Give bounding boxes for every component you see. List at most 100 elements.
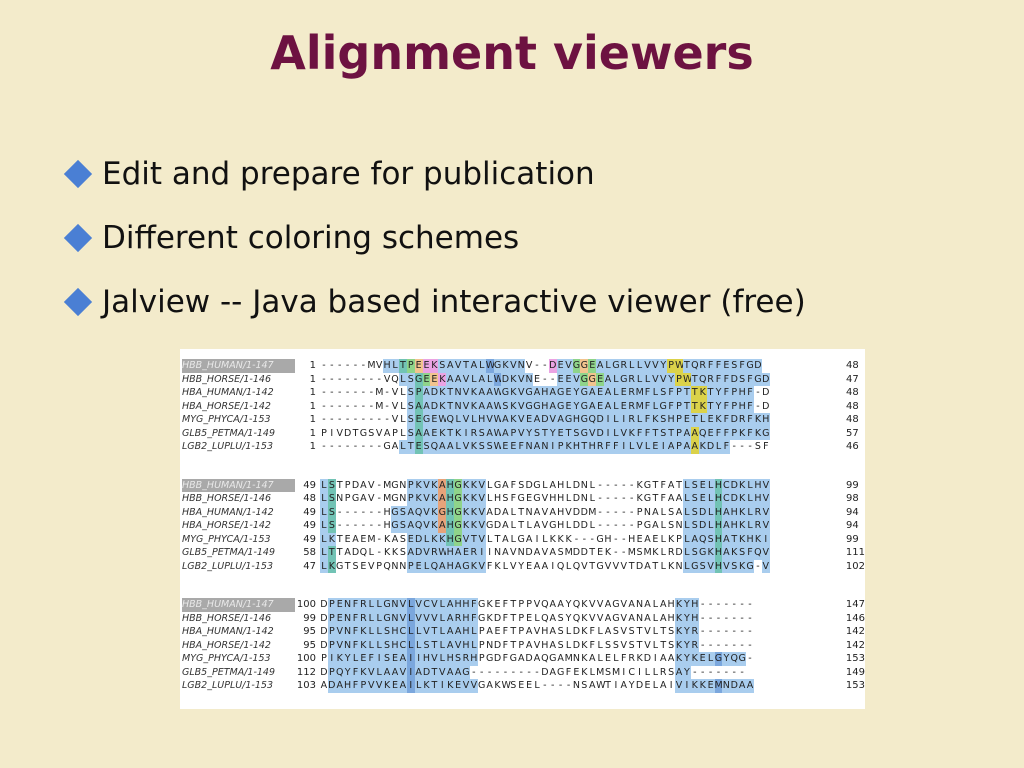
sequence-name[interactable]: HBA_HORSE/1-142	[182, 400, 271, 412]
residue: -	[511, 666, 516, 678]
residue: S	[668, 626, 675, 637]
residue: S	[368, 427, 375, 439]
residue: G	[659, 399, 668, 413]
sequence-name[interactable]: HBA_HUMAN/1-142	[182, 387, 274, 398]
residue: T	[469, 532, 478, 546]
residue: H	[714, 532, 723, 546]
residue: V	[367, 665, 376, 679]
residue: H	[469, 652, 478, 666]
residue: F	[502, 626, 509, 637]
residue: -	[622, 533, 626, 545]
residue: G	[619, 372, 628, 386]
residue: K	[738, 519, 747, 533]
residue: D	[501, 372, 510, 386]
sequence-name[interactable]: HBB_HORSE/1-146	[182, 612, 271, 624]
residue: E	[526, 560, 533, 572]
residue: G	[533, 493, 541, 504]
sequence-name[interactable]: HBB_HUMAN/1-147	[182, 478, 295, 492]
residue: -	[598, 506, 602, 518]
residue: I	[619, 413, 628, 427]
residue: V	[509, 359, 518, 373]
residue: Y	[572, 399, 581, 413]
residue: F	[510, 493, 517, 504]
residue: H	[628, 533, 636, 545]
sequence-name[interactable]: GLB5_PETMA/1-149	[182, 547, 276, 558]
residue: K	[486, 612, 493, 624]
residue: Q	[588, 413, 597, 427]
residue: I	[604, 413, 612, 427]
sequence-name[interactable]: HBB_HORSE/1-146	[182, 493, 271, 504]
sequence-name[interactable]: GLB5_PETMA/1-149	[182, 666, 276, 678]
sequence-name[interactable]: LGB2_LUPLU/1-153	[182, 560, 273, 572]
residue: G	[454, 532, 463, 546]
sequence-name[interactable]: MYG_PHYCA/1-153	[182, 533, 271, 545]
residue: T	[540, 426, 549, 440]
sequence-name[interactable]: HBA_HORSE/1-142	[182, 639, 271, 651]
residue: H	[462, 611, 470, 625]
residue: A	[588, 680, 596, 691]
residue: S	[477, 440, 486, 454]
residue: -	[700, 639, 705, 651]
residue: K	[706, 546, 715, 560]
residue: S	[738, 546, 747, 560]
residue: A	[446, 359, 455, 373]
residue: S	[502, 493, 509, 504]
residue: D	[493, 520, 502, 531]
residue: C	[422, 598, 431, 612]
residue: K	[675, 598, 683, 612]
residue: D	[414, 546, 423, 560]
residue: K	[738, 505, 747, 519]
residue: G	[580, 399, 589, 413]
residue: P	[518, 599, 525, 610]
sequence-name[interactable]: MYG_PHYCA/1-153	[182, 414, 271, 425]
residue: D	[343, 427, 352, 439]
residue: I	[406, 652, 415, 666]
sequence-name[interactable]: HBB_HORSE/1-146	[182, 373, 271, 385]
residue: H	[738, 399, 747, 413]
residue: V	[541, 506, 549, 518]
residue: -	[353, 360, 358, 371]
residue: G	[501, 386, 510, 400]
residue: A	[548, 386, 557, 400]
sequence-name[interactable]: HBB_HUMAN/1-147	[182, 598, 295, 612]
residue: A	[690, 426, 699, 440]
sequence-name[interactable]: HBA_HUMAN/1-142	[182, 626, 274, 637]
residue: P	[556, 440, 565, 454]
sequence-name[interactable]: HBA_HUMAN/1-142	[182, 506, 274, 518]
sequence-name[interactable]: HBA_HORSE/1-142	[182, 520, 271, 531]
residue: Q	[541, 653, 549, 664]
residue: A	[398, 679, 407, 693]
residue: L	[319, 546, 328, 560]
residue: A	[628, 599, 635, 610]
residue: N	[525, 506, 533, 518]
sequence-name[interactable]: GLB5_PETMA/1-149	[182, 427, 276, 439]
residue: K	[698, 440, 707, 454]
bullet-item: Jalview -- Java based interactive viewer…	[62, 270, 806, 334]
sequence-name[interactable]: HBB_HUMAN/1-147	[182, 359, 295, 373]
residue: K	[335, 652, 344, 666]
residue: A	[620, 680, 628, 691]
residue: H	[557, 520, 565, 531]
residue: L	[565, 479, 572, 491]
residue: T	[580, 440, 589, 454]
sequence-start: 49	[303, 506, 316, 518]
residue: -	[748, 599, 752, 610]
residue: H	[446, 519, 455, 533]
sequence-name[interactable]: LGB2_LUPLU/1-153	[182, 441, 273, 452]
residue: R	[469, 426, 478, 440]
residue: V	[517, 399, 526, 413]
residue: Y	[667, 372, 676, 386]
residue: V	[422, 625, 431, 639]
sequence-name[interactable]: MYG_PHYCA/1-153	[182, 653, 271, 664]
residue: L	[414, 679, 423, 693]
residue: S	[327, 519, 336, 533]
residue: A	[486, 680, 493, 691]
sequence-name[interactable]: LGB2_LUPLU/1-153	[182, 680, 273, 691]
residue: A	[533, 560, 541, 572]
residue: G	[493, 359, 502, 373]
residue: E	[652, 533, 659, 545]
residue: -	[708, 626, 713, 637]
